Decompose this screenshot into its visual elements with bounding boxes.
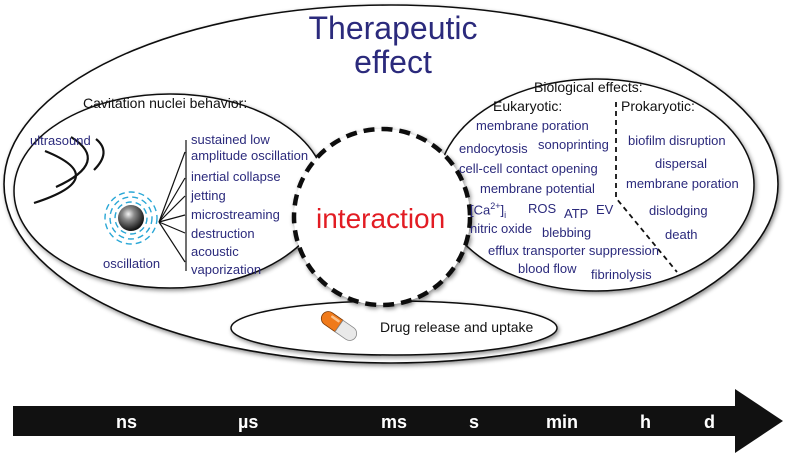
timescale-arrow [13,389,783,453]
eukaryotic-effect: ROS [528,201,557,216]
behavior-item: jetting [191,188,226,203]
ultrasound-label: ultrasound [30,133,91,148]
eukaryotic-effect: efflux transporter suppression [488,243,660,258]
eukaryotic-effect: EV [596,202,614,217]
therapeutic-effect-title: Therapeutic effect [263,11,523,79]
prokaryotic-effect: biofilm disruption [628,133,726,148]
drug-release-label: Drug release and uptake [380,319,534,335]
timescale-tick: ns [116,412,138,432]
prokaryotic-effect: membrane poration [626,176,739,191]
calcium-prefix: [Ca [470,202,491,218]
eukaryotic-effect: cell-cell contact opening [459,161,598,176]
behavior-bracket [158,140,187,271]
behavior-item: inertial collapse [191,169,281,184]
biological-effects-heading: Biological effects: [534,79,643,95]
oscillating-bubble-icon [104,191,158,245]
behavior-item: sustained low [191,132,270,147]
capsule-icon [320,311,358,341]
eukaryotic-effect: membrane potential [480,181,595,196]
prokaryotic-effect: death [665,227,698,242]
timescale-tick: d [704,412,715,432]
prokaryotic-effect: dislodging [649,203,708,218]
title-line-2: effect [354,44,432,80]
cavitation-heading: Cavitation nuclei behavior: [83,95,248,111]
eukaryotic-effect: endocytosis [459,141,528,156]
title-line-1: Therapeutic [308,10,478,46]
prokaryotic-effect: dispersal [655,156,708,171]
behavior-item: vaporization [191,262,262,277]
eukaryotic-effect-calcium: [Ca2+]i [470,202,506,220]
eukaryotic-effect: blebbing [542,225,592,240]
timescale-tick: s [469,412,480,432]
calcium-suffix: ] [500,202,505,218]
timescale-tick: min [546,412,579,432]
timescale-tick: h [640,412,651,432]
oscillation-label: oscillation [103,256,161,271]
behavior-item: destruction [191,226,255,241]
interaction-label: interaction [316,203,446,234]
timescale-tick: ms [381,412,408,432]
timescale-tick: µs [238,412,259,432]
behavior-item: acoustic [191,244,239,259]
eukaryotic-effect: membrane poration [476,118,589,133]
calcium-subscript: i [504,209,507,220]
eukaryotic-effect: fibrinolysis [591,267,652,282]
prokaryotic-heading: Prokaryotic: [621,98,695,114]
interaction-circle [291,126,473,308]
behavior-item: microstreaming [191,207,280,222]
calcium-charge: 2+ [490,201,501,211]
behavior-item: amplitude oscillation [191,148,309,163]
eukaryotic-effect: nitric oxide [470,221,533,236]
eukaryotic-effect: blood flow [518,261,577,276]
eukaryotic-effect: sonoprinting [538,137,609,152]
eukaryotic-heading: Eukaryotic: [493,98,563,114]
ultrasound-waves-icon [33,136,105,205]
eukaryotic-prokaryotic-divider [615,102,678,273]
eukaryotic-effect: ATP [564,206,589,221]
